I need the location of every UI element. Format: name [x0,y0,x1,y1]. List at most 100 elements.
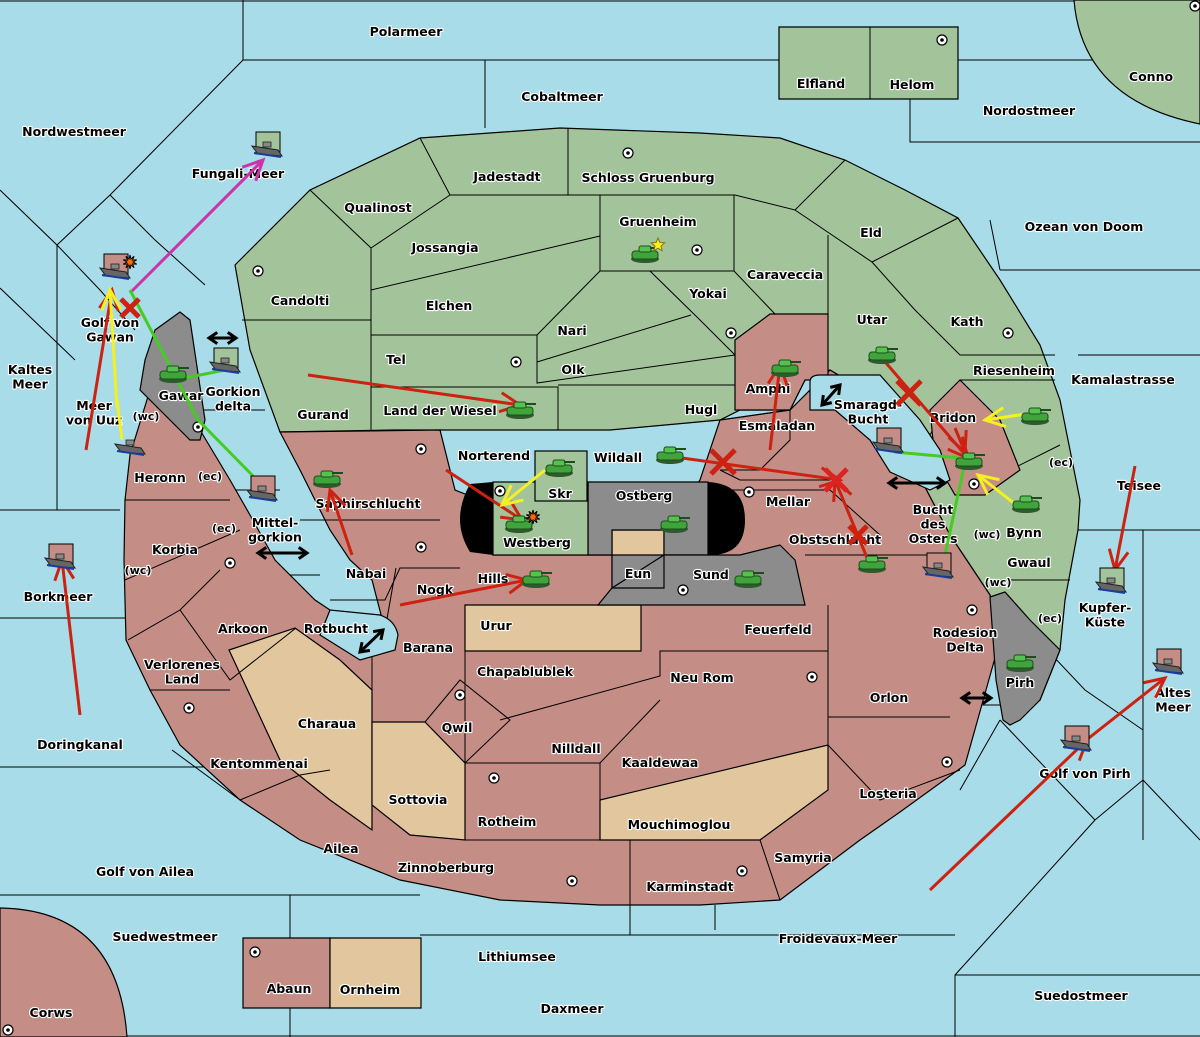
region-label-mouchimoglou[interactable]: Mouchimoglou [626,816,731,833]
region-label-sottovia[interactable]: Sottovia [387,791,448,808]
region-label-suedwestmeer[interactable]: Suedwestmeer [111,928,219,945]
region-label-corws[interactable]: Corws [28,1004,73,1021]
fleet-unit-icon[interactable] [245,475,278,502]
region-label-barana[interactable]: Barana [402,639,454,656]
region-label-suedostmeer[interactable]: Suedostmeer [1033,987,1130,1004]
region-label-nordwestmeer[interactable]: Nordwestmeer [21,123,128,140]
region-label-gwaul[interactable]: Gwaul [1006,554,1052,571]
region-label-helom[interactable]: Helom [888,76,935,93]
region-label-gawar[interactable]: Gawar [157,387,205,404]
region-label-abaun[interactable]: Abaun [265,980,312,997]
region-label-nabai[interactable]: Nabai [345,565,388,582]
region-label-teisee[interactable]: Teisee [1116,477,1162,494]
region-label-jadestadt[interactable]: Jadestadt [471,168,542,185]
region-label-chapablublek[interactable]: Chapablublek [476,663,575,680]
region-label-charaua[interactable]: Charaua [297,715,358,732]
region-label-kupfer--küste[interactable]: Kupfer-Küste [1078,599,1133,631]
army-unit-icon[interactable] [734,570,764,588]
army-unit-icon[interactable] [660,515,690,533]
region-label-ailea[interactable]: Ailea [322,840,359,857]
region-label-cobaltmeer[interactable]: Cobaltmeer [520,88,605,105]
region-label-daxmeer[interactable]: Daxmeer [539,1000,605,1017]
fleet-unit-icon[interactable] [98,253,131,280]
fleet-unit-icon[interactable] [1059,725,1092,752]
fleet-unit-icon[interactable] [1094,567,1127,594]
region-label-eld[interactable]: Eld [859,224,883,241]
region-label-rotbucht[interactable]: Rotbucht [303,620,370,637]
region-label-elfland[interactable]: Elfland [796,75,847,92]
fleet-unit-icon[interactable] [43,543,76,570]
army-unit-icon[interactable] [522,570,552,588]
region-label-esmaladan[interactable]: Esmaladan [738,417,817,434]
region-label-qwil[interactable]: Qwil [441,719,474,736]
region-label-schloss-gruenburg[interactable]: Schloss Gruenburg [580,169,715,186]
region-label-polarmeer[interactable]: Polarmeer [369,23,445,40]
region-label-bridon[interactable]: Bridon [929,409,978,426]
region-label-tel[interactable]: Tel [385,351,407,368]
region-label-ostberg[interactable]: Ostberg [615,487,674,504]
army-unit-icon[interactable] [1021,407,1051,425]
army-unit-icon[interactable] [1012,495,1042,513]
fleet-unit-icon[interactable] [871,427,904,454]
region-label-gurand[interactable]: Gurand [296,406,350,423]
region-label-kath[interactable]: Kath [949,313,984,330]
region-label-kamalastrasse[interactable]: Kamalastrasse [1070,371,1176,388]
region-label-golf-von-pirh[interactable]: Golf von Pirh [1038,765,1132,782]
fleet-unit-icon[interactable] [250,131,283,158]
region-label-karminstadt[interactable]: Karminstadt [645,878,734,895]
region-label-kentommenai[interactable]: Kentommenai [209,755,309,772]
region-label-amphi[interactable]: Amphi [744,380,791,397]
region-label-golf-von-ailea[interactable]: Golf von Ailea [95,863,195,880]
region-label-caraveccia[interactable]: Caraveccia [746,266,825,283]
region-label-feuerfeld[interactable]: Feuerfeld [743,621,812,638]
army-unit-icon[interactable] [159,365,189,383]
region-label-samyria[interactable]: Samyria [773,849,833,866]
region-label-pirh[interactable]: Pirh [1005,674,1036,691]
region-label-korbia[interactable]: Korbia [151,541,199,558]
region-label-losteria[interactable]: Losteria [858,785,918,802]
region-label-wildall[interactable]: Wildall [593,449,644,466]
region-label-qualinost[interactable]: Qualinost [343,199,413,216]
region-label-yokai[interactable]: Yokai [687,285,728,302]
region-label-nari[interactable]: Nari [556,322,588,339]
region-label-obstschlucht[interactable]: Obstschlucht [788,531,882,548]
army-unit-icon[interactable] [1006,654,1036,672]
region-label-orlon[interactable]: Orlon [869,689,910,706]
region-label-froidevaux-meer[interactable]: Froidevaux-Meer [778,930,900,947]
region-label-hills[interactable]: Hills [477,570,510,587]
region-label-mittel--gorkion[interactable]: Mittel-gorkion [247,514,303,546]
region-label-sund[interactable]: Sund [692,566,730,583]
army-unit-icon[interactable] [771,359,801,377]
region-label-elchen[interactable]: Elchen [425,297,474,314]
region-label-nilldall[interactable]: Nilldall [550,740,601,757]
region-label-hugl[interactable]: Hugl [684,401,719,418]
region-label-skr[interactable]: Skr [547,485,574,502]
region-label-arkoon[interactable]: Arkoon [217,620,269,637]
region-label-ornheim[interactable]: Ornheim [339,981,402,998]
region-label-zinnoberburg[interactable]: Zinnoberburg [397,859,495,876]
region-label-bynn[interactable]: Bynn [1005,524,1043,541]
army-unit-icon[interactable] [955,452,985,470]
region-label-norterend[interactable]: Norterend [457,447,531,464]
fleet-unit-icon[interactable] [208,347,241,374]
region-label-borkmeer[interactable]: Borkmeer [23,588,95,605]
fleet-unit-icon[interactable] [921,552,954,579]
region-label-westberg[interactable]: Westberg [502,534,572,551]
region-label-lithiumsee[interactable]: Lithiumsee [477,948,557,965]
fleet-unit-icon[interactable] [113,439,146,456]
region-label-saphirschlucht[interactable]: Saphirschlucht [314,495,421,512]
region-label-candolti[interactable]: Candolti [270,292,331,309]
region-label-rotheim[interactable]: Rotheim [476,813,537,830]
region-label-conno[interactable]: Conno [1128,68,1175,85]
army-unit-icon[interactable] [868,346,898,364]
army-unit-icon[interactable] [858,555,888,573]
region-label-heronn[interactable]: Heronn [133,469,187,486]
region-label-fungali-meer[interactable]: Fungali-Meer [191,165,286,182]
region-label-smaragd--bucht[interactable]: Smaragd-Bucht [833,396,903,428]
